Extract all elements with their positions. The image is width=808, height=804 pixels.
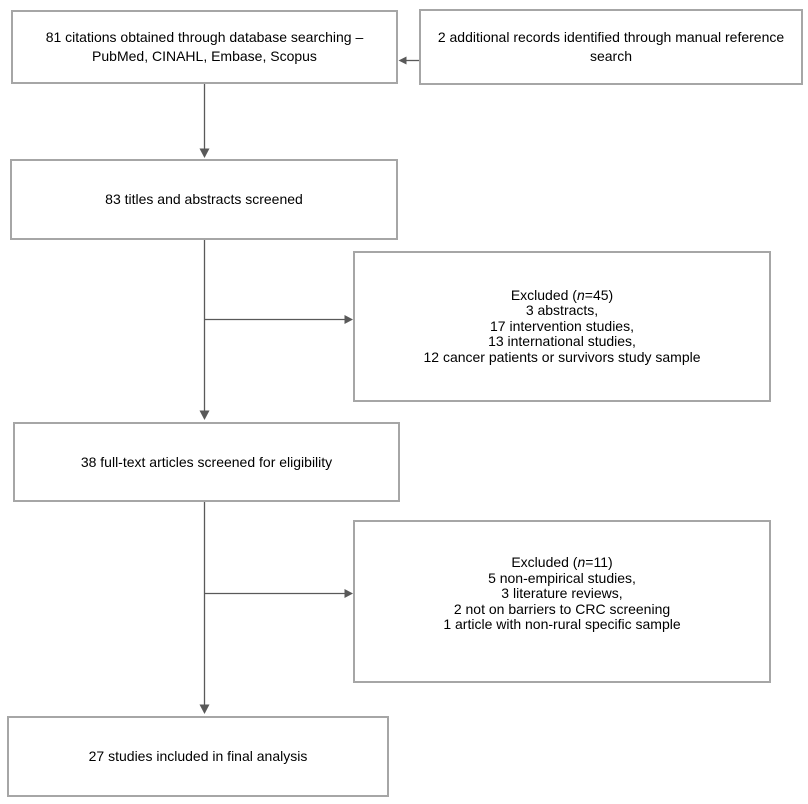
- arrow-manual-to-database: [398, 56, 419, 65]
- titles-screened-text: 83 titles and abstracts screened: [105, 191, 303, 207]
- box-manual-search: 2 additional records identified through …: [419, 9, 803, 85]
- excluded-screening-header-n: n: [576, 286, 585, 303]
- arrow-titles-to-fulltext: [199, 240, 210, 420]
- box-titles-screened: 83 titles and abstracts screened: [10, 159, 398, 240]
- excluded-eligibility-header-n: n: [577, 554, 586, 571]
- manual-search-line1: 2 additional records identified through …: [437, 29, 785, 45]
- box-database-search: 81 citations obtained through database s…: [11, 10, 398, 84]
- arrow-to-excluded-screening: [204, 315, 353, 324]
- excluded-screening-item: 13 international studies,: [488, 333, 636, 350]
- box-excluded-screening: Excluded (n=45) 3 abstracts, 17 interven…: [353, 251, 771, 402]
- manual-search-line2: search: [589, 48, 633, 64]
- excluded-eligibility-header-prefix: Excluded (: [511, 554, 578, 571]
- excluded-eligibility-item: 3 literature reviews,: [501, 585, 623, 602]
- excluded-eligibility-item: 1 article with non-rural specific sample: [443, 616, 681, 633]
- excluded-screening-item: 12 cancer patients or survivors study sa…: [423, 348, 701, 365]
- excluded-screening-header-suffix: =45): [584, 286, 614, 303]
- arrow-fulltext-to-included: [199, 502, 210, 714]
- excluded-eligibility-item: 5 non-empirical studies,: [488, 569, 636, 586]
- box-fulltext-screened: 38 full-text articles screened for eligi…: [13, 422, 400, 502]
- included-text: 27 studies included in final analysis: [88, 748, 308, 764]
- excluded-screening-item: 17 intervention studies,: [490, 317, 634, 334]
- database-search-line1: 81 citations obtained through database s…: [45, 29, 364, 45]
- fulltext-screened-text: 38 full-text articles screened for eligi…: [80, 453, 333, 470]
- box-included: 27 studies included in final analysis: [7, 716, 389, 797]
- excluded-screening-header-prefix: Excluded (: [510, 286, 577, 303]
- box-excluded-eligibility: Excluded (n=11) 5 non-empirical studies,…: [353, 520, 771, 683]
- arrow-database-to-titles: [199, 84, 210, 158]
- database-search-line2: PubMed, CINAHL, Embase, Scopus: [92, 48, 317, 64]
- excluded-eligibility-header: Excluded (n=11): [511, 555, 612, 571]
- excluded-screening-header: Excluded (n=45): [510, 286, 614, 304]
- arrow-to-excluded-eligibility: [204, 589, 353, 598]
- excluded-eligibility-header-suffix: =11): [585, 554, 613, 571]
- excluded-eligibility-item: 2 not on barriers to CRC screening: [453, 600, 671, 617]
- excluded-screening-item: 3 abstracts,: [525, 302, 599, 319]
